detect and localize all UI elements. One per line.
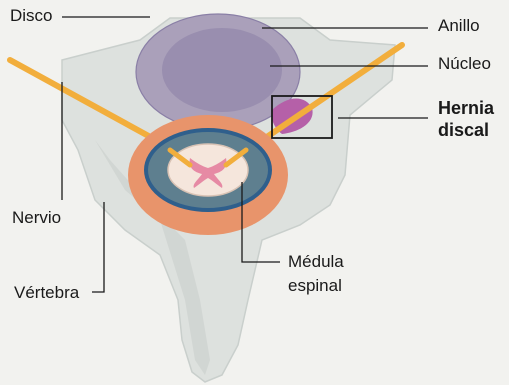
label-nervio: Nervio — [12, 208, 61, 228]
label-anillo: Anillo — [438, 16, 480, 36]
label-nucleo: Núcleo — [438, 54, 491, 74]
disc-nucleus — [162, 28, 282, 112]
label-hernia-line2: discal — [438, 120, 489, 141]
leader-vertebra — [92, 202, 104, 292]
label-disco: Disco — [10, 6, 53, 26]
label-medula-line2: espinal — [288, 276, 342, 296]
label-medula-line1: Médula — [288, 252, 344, 272]
label-vertebra: Vértebra — [14, 283, 79, 303]
label-hernia-line1: Hernia — [438, 98, 494, 119]
spinal-canal — [128, 115, 288, 235]
